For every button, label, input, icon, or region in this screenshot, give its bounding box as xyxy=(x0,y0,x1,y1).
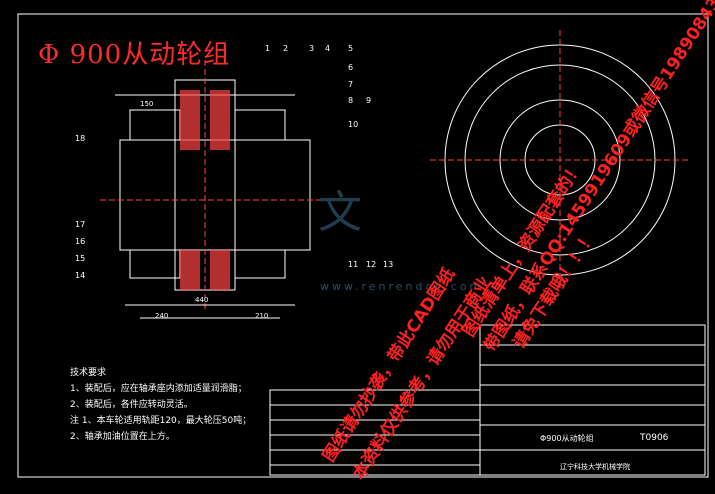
part-label-7: 7 xyxy=(348,80,354,89)
watermark-logo: 文 xyxy=(318,187,362,238)
drawing-title: Φ 900从动轮组 xyxy=(38,40,231,70)
part-label-11: 11 xyxy=(348,260,359,269)
notes-line-4: 2、轴承加油位置在上方。 xyxy=(70,432,175,442)
part-label-3: 3 xyxy=(309,44,315,53)
part-label-17: 17 xyxy=(75,220,86,229)
title-block-name: Φ900从动轮组 xyxy=(540,434,594,443)
technical-notes: 技术要求 1、装配后，应在轴承座内添加适量润滑脂； 2、装配后，各件应转动灵活。… xyxy=(70,365,251,445)
part-label-1: 1 xyxy=(265,44,271,53)
part-label-18: 18 xyxy=(75,134,86,143)
notes-line-1: 1、装配后，应在轴承座内添加适量润滑脂； xyxy=(70,384,247,394)
part-label-15: 15 xyxy=(75,254,86,263)
title-block-school: 辽宁科技大学机械学院 xyxy=(560,463,630,471)
part-label-5: 5 xyxy=(348,44,354,53)
part-label-10: 10 xyxy=(348,120,359,129)
notes-line-2: 2、装配后，各件应转动灵活。 xyxy=(70,400,193,410)
watermark-site: www.renrendoc.com xyxy=(320,280,484,293)
dim-440: 440 xyxy=(195,296,209,304)
part-label-4: 4 xyxy=(325,44,331,53)
part-label-9: 9 xyxy=(366,96,372,105)
part-label-12: 12 xyxy=(366,260,377,269)
dim-150: 150 xyxy=(140,100,154,108)
notes-line-3: 注 1、本车轮适用轨距120，最大轮压50吨； xyxy=(70,416,252,426)
part-label-16: 16 xyxy=(75,237,86,246)
part-label-2: 2 xyxy=(283,44,289,53)
part-label-8: 8 xyxy=(348,96,354,105)
dim-240: 240 xyxy=(155,312,169,320)
part-label-13: 13 xyxy=(383,260,394,269)
dim-210: 210 xyxy=(255,312,269,320)
part-label-6: 6 xyxy=(348,63,354,72)
notes-heading: 技术要求 xyxy=(70,368,107,378)
title-block-code: T0906 xyxy=(640,433,669,443)
part-label-14: 14 xyxy=(75,271,86,280)
